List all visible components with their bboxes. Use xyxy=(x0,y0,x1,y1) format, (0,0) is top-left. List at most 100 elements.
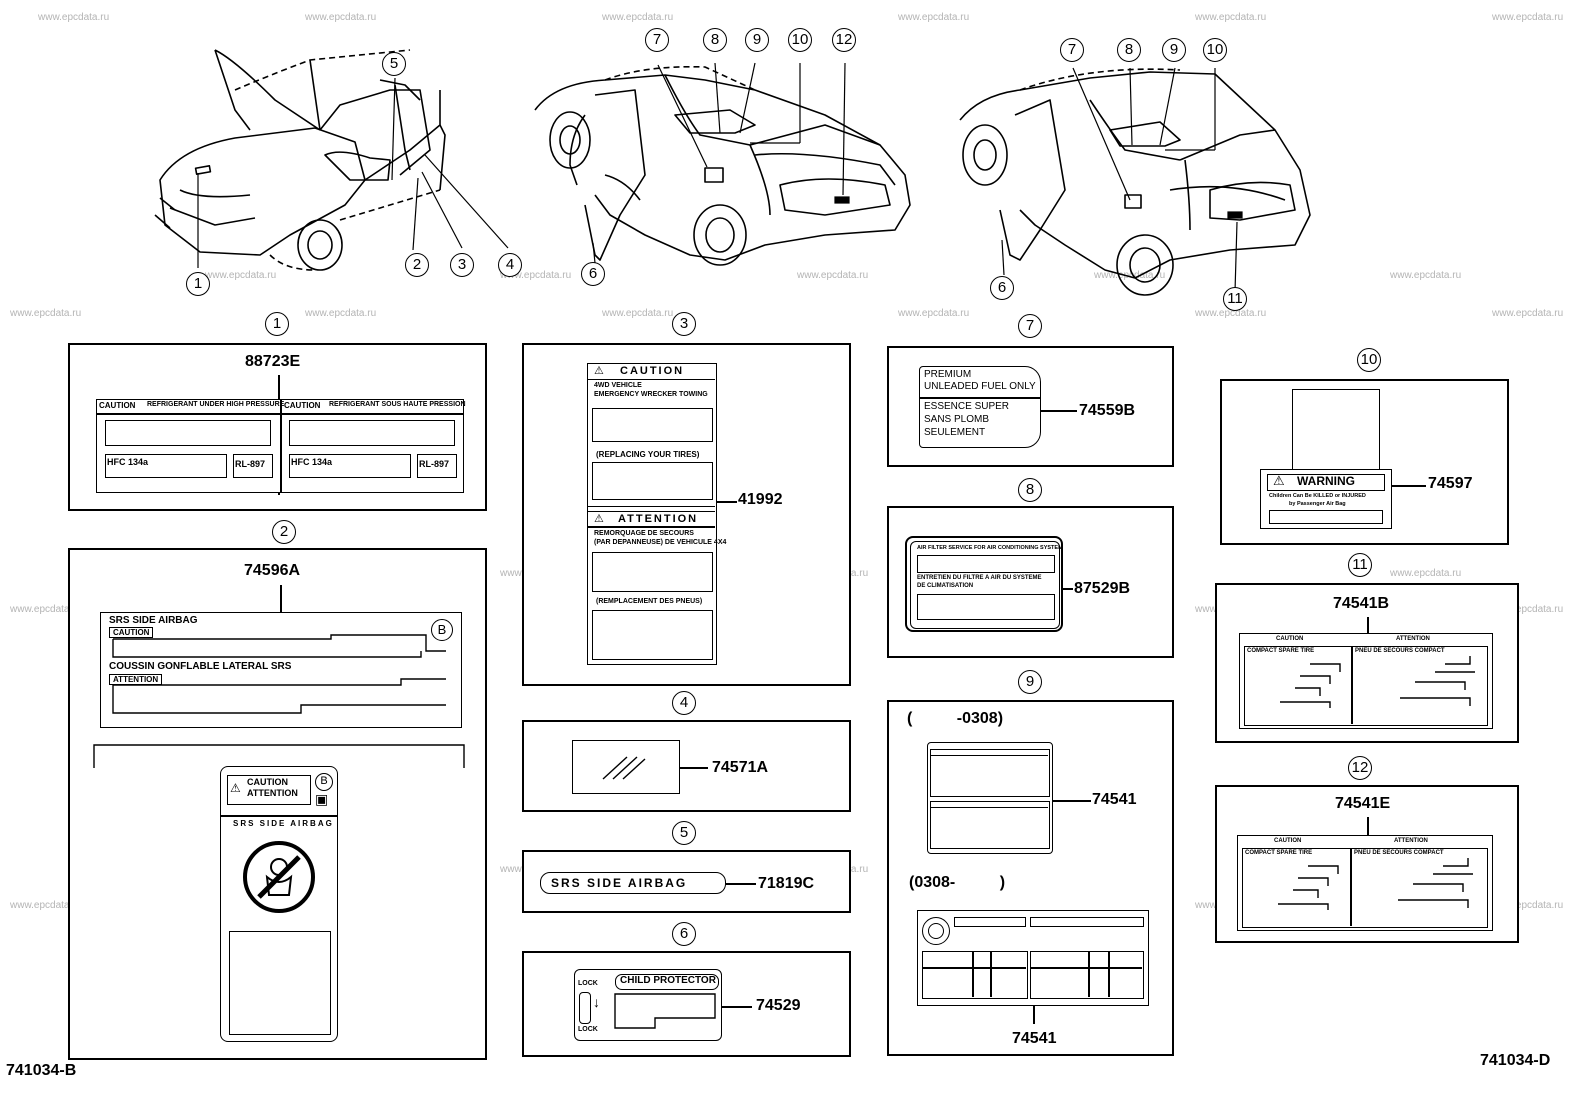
srs-side-airbag-sticker: SRS SIDE AIRBAG CAUTION B COUSSIN GONFLA… xyxy=(100,612,462,728)
callout-10: 10 xyxy=(788,28,812,52)
panel-5-number: 5 xyxy=(672,821,696,845)
part-number: 74529 xyxy=(756,997,801,1014)
unleaded-text: UNLEADED FUEL ONLY xyxy=(924,381,1036,392)
compact-spare-text: COMPACT SPARE TIRE xyxy=(1247,648,1315,654)
warning-text: WARNING xyxy=(1297,474,1355,488)
text-lines xyxy=(1278,858,1473,910)
part-number: 74541B xyxy=(1333,595,1390,612)
callout-12: 12 xyxy=(832,28,856,52)
part-number: 71819C xyxy=(758,875,815,892)
panel-4-number: 4 xyxy=(672,691,696,715)
air-filter-en-text: AIR FILTER SERVICE FOR AIR CONDITIONING … xyxy=(917,545,1063,551)
panel-2-number: 2 xyxy=(272,520,296,544)
panel-8-number: 8 xyxy=(1018,478,1042,502)
part-number: 74596A xyxy=(244,562,301,579)
hfc-text: HFC 134a xyxy=(107,457,149,467)
car-wagon-rear-illustration xyxy=(959,67,1311,296)
watermark: www.epcdata.ru xyxy=(602,308,674,319)
caution-text: CAUTION xyxy=(1274,838,1302,844)
callout-10: 10 xyxy=(1203,38,1227,62)
essence-text: ESSENCE SUPER xyxy=(924,401,1010,412)
srs-fr-text: COUSSIN GONFLABLE LATERAL SRS xyxy=(109,661,292,672)
watermark: www.epcdata.ru xyxy=(10,604,82,615)
callout-6: 6 xyxy=(581,262,605,286)
watermark: www.epcdata.ru xyxy=(1195,12,1267,23)
warning-triangle-icon: ⚠ xyxy=(594,365,604,377)
watermark: www.epcdata.ru xyxy=(305,12,377,23)
pneu-text: PNEU DE SECOURS COMPACT xyxy=(1355,648,1445,654)
attention-text: ATTENTION xyxy=(1394,838,1428,844)
panel-title: SRS SIDE AIRBAG xyxy=(233,819,334,828)
watermark: www.epcdata.ru xyxy=(1390,568,1462,579)
panel-5-srs-label: SRS SIDE AIRBAG 71819C xyxy=(522,850,851,913)
callout-7: 7 xyxy=(645,28,669,52)
callout-11: 11 xyxy=(1223,287,1247,311)
car-front-illustration xyxy=(154,49,509,271)
remorquage-text: REMORQUAGE DE SECOURS xyxy=(594,530,694,537)
caution-text: CAUTION xyxy=(620,365,685,377)
part-number: 74541E xyxy=(1335,795,1391,812)
air-filter-sticker: AIR FILTER SERVICE FOR AIR CONDITIONING … xyxy=(905,536,1063,632)
text-lines xyxy=(112,634,446,714)
b-badge-icon: B xyxy=(431,619,453,641)
text-lines xyxy=(1280,656,1475,708)
panel-8-air-filter-label: AIR FILTER SERVICE FOR AIR CONDITIONING … xyxy=(887,506,1174,658)
caution-text: CAUTION xyxy=(99,401,136,410)
child-protector-sticker: LOCK LOCK ↓ CHILD PROTECTOR xyxy=(574,969,722,1041)
glass-sticker xyxy=(572,740,680,794)
panel-11-number: 11 xyxy=(1348,553,1372,577)
bracket xyxy=(93,744,465,768)
watermark: www.epcdata.ru xyxy=(205,270,277,281)
part-number: 74597 xyxy=(1428,475,1473,492)
watermark: www.epcdata.ru xyxy=(797,270,869,281)
warning-triangle-icon: ⚠ xyxy=(230,781,241,795)
replacing-tires-text: (REPLACING YOUR TIRES) xyxy=(596,450,700,459)
fuel-sticker: PREMIUM UNLEADED FUEL ONLY ESSENCE SUPER… xyxy=(919,366,1041,448)
range-before-0308: ( -0308) xyxy=(907,710,1004,727)
spare-tire-sticker: CAUTION ATTENTION COMPACT SPARE TIRE PNE… xyxy=(1237,835,1493,931)
watermark: www.epcdata.ru xyxy=(10,900,82,911)
panel-3-number: 3 xyxy=(672,312,696,336)
lock-top-text: LOCK xyxy=(578,980,598,987)
callout-9: 9 xyxy=(745,28,769,52)
oil-text: RL-897 xyxy=(235,459,266,469)
srs-warning-panel: CAUTION ATTENTION ⚠ B ▣ SRS SIDE AIRBAG xyxy=(220,766,338,1042)
watermark: www.epcdata.ru xyxy=(1492,12,1564,23)
panel-4-glass-label: 74571A xyxy=(522,720,851,812)
watermark: www.epcdata.ru xyxy=(1492,604,1564,615)
srs-en-text: SRS SIDE AIRBAG xyxy=(109,615,198,626)
caution-text: CAUTION xyxy=(247,777,288,787)
watermark: www.epcdata.ru xyxy=(1195,308,1267,319)
hfc-text: HFC 134a xyxy=(291,457,333,467)
spare-tire-sticker-a xyxy=(927,742,1053,854)
diagram-code-right: 741034-D xyxy=(1480,1052,1551,1069)
vehicle-text: 4WD VEHICLE xyxy=(594,382,642,389)
air-filter-fr-text-2: DE CLIMATISATION xyxy=(917,583,974,589)
compact-spare-text: COMPACT SPARE TIRE xyxy=(1245,850,1313,856)
range-after-0308: (0308- ) xyxy=(909,874,1006,891)
depanneuse-text: (PAR DEPANNEUSE) DE VEHICULE 4X4 xyxy=(594,539,727,546)
caution-text: CAUTION xyxy=(109,627,154,638)
remplacement-text: (REMPLACEMENT DES PNEUS) xyxy=(596,598,703,605)
panel-1-number: 1 xyxy=(265,312,289,336)
watermark: www.epcdata.ru xyxy=(38,12,110,23)
panel-6-number: 6 xyxy=(672,922,696,946)
panel-2-srs-side-airbag-labels: 74596A SRS SIDE AIRBAG CAUTION B COUSSIN… xyxy=(68,548,487,1060)
watermark: www.epcdata.ru xyxy=(898,12,970,23)
callout-2: 2 xyxy=(405,253,429,277)
callout-6: 6 xyxy=(990,276,1014,300)
panel-12-number: 12 xyxy=(1348,756,1372,780)
callout-1: 1 xyxy=(186,272,210,296)
part-number: 87529B xyxy=(1074,580,1131,597)
watermark: www.epcdata.ru xyxy=(1094,270,1166,281)
attention-text: ATTENTION xyxy=(618,513,699,525)
premium-text: PREMIUM xyxy=(924,369,972,380)
panel-1-refrigerant-label: 88723E CAUTION REFRIGERANT UNDER HIGH PR… xyxy=(68,343,487,511)
panel-9-number: 9 xyxy=(1018,670,1042,694)
callout-4: 4 xyxy=(498,253,522,277)
sans-plomb-text: SANS PLOMB xyxy=(924,414,990,425)
watermark: www.epcdata.ru xyxy=(602,12,674,23)
callout-7: 7 xyxy=(1060,38,1084,62)
panel-6-child-protector-label: LOCK LOCK ↓ CHILD PROTECTOR 74529 xyxy=(522,951,851,1057)
refrigerant-sticker: CAUTION REFRIGERANT UNDER HIGH PRESSURE … xyxy=(96,399,466,493)
